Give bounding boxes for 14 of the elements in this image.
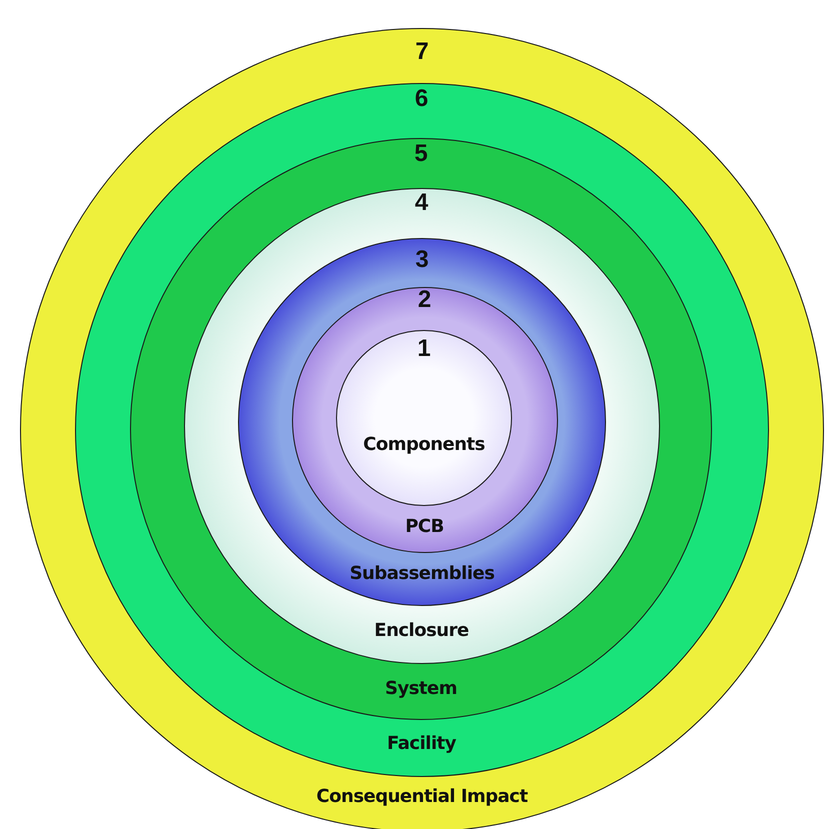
ring-label: Subassemblies xyxy=(348,562,496,586)
ring-label: Consequential Impact xyxy=(315,784,529,808)
ring-label: System xyxy=(384,676,458,700)
ring-label: Facility xyxy=(386,732,457,756)
ring-number: 3 xyxy=(414,246,430,274)
ring-number: 1 xyxy=(416,334,432,362)
ring-number: 4 xyxy=(414,189,430,217)
ring-label: PCB xyxy=(404,515,445,539)
ring-number: 2 xyxy=(416,286,432,314)
ring-number: 5 xyxy=(413,140,429,168)
ring-label: Components xyxy=(362,432,486,456)
ring-label: Enclosure xyxy=(373,619,470,643)
ring-number: 6 xyxy=(414,85,430,113)
ring-number: 7 xyxy=(414,38,430,66)
